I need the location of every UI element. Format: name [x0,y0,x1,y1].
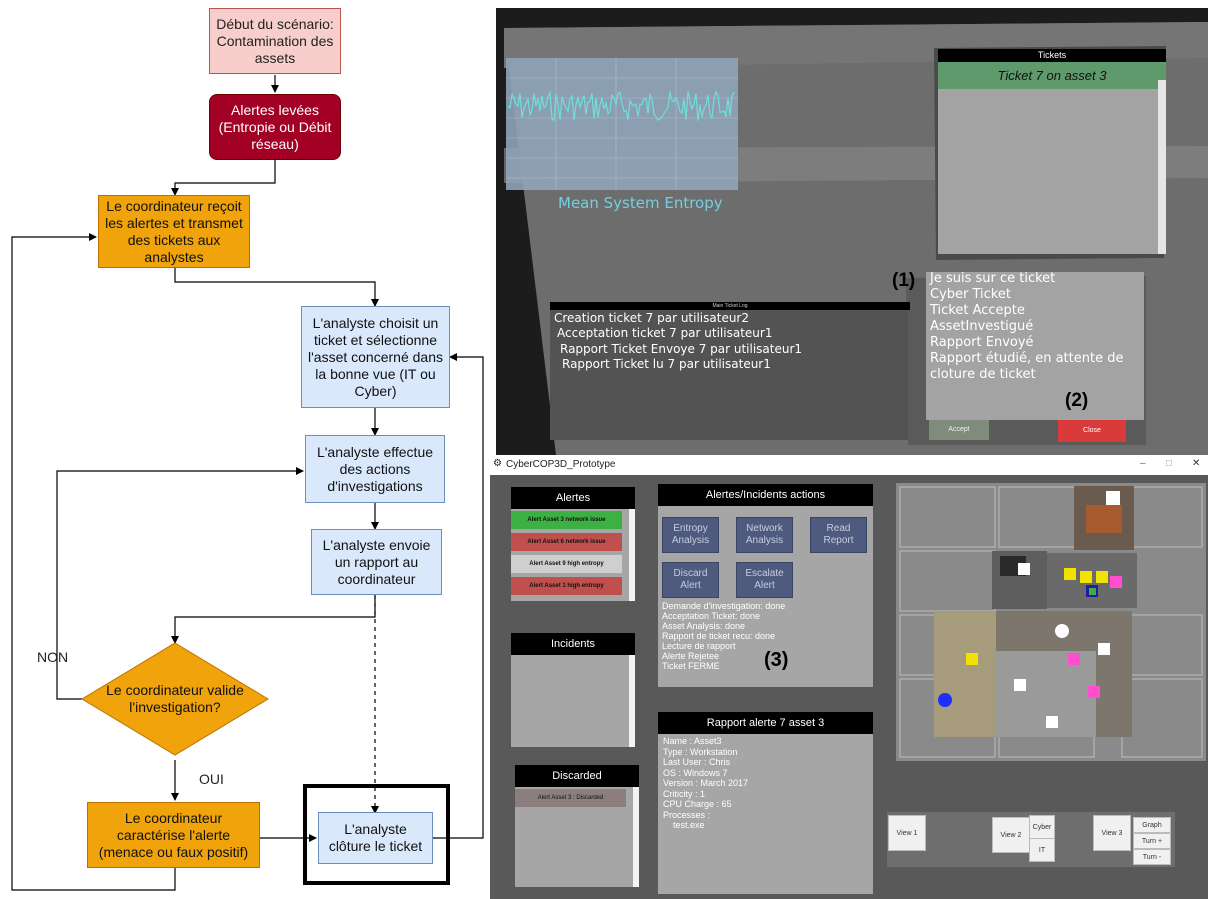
read-report-button[interactable]: Read Report [810,517,867,553]
analyst-close-box: L'analyste clôture le ticket [318,812,433,864]
report-line: Last User : Chris [663,757,731,767]
discarded-header: Discarded [515,765,639,787]
highlight-frame [303,784,450,885]
discarded-item[interactable]: Alert Asset 3 : Discarded [515,789,626,807]
network-analysis-button[interactable]: Network Analysis [736,517,793,553]
coordinator-characterize-box: Le coordinateur caractérise l'alerte (me… [87,802,260,868]
report-line: Processes : [663,809,711,820]
incidents-header: Incidents [511,633,635,655]
analyst-investigate-box: L'analyste effectue des actions d'invest… [305,435,445,503]
status-line: Je suis sur ce ticket [930,271,1056,286]
tickets-list [938,62,1158,254]
marker-2: (2) [1065,390,1089,411]
report-header: Rapport alerte 7 asset 3 [658,712,873,734]
incidents-panel [511,655,635,747]
app-icon: ⚙ [493,458,502,469]
report-line: Name : Asset3 [663,736,722,746]
accept-button[interactable]: Accept [929,420,989,440]
turn-minus-button[interactable]: Turn - [1133,849,1171,865]
log-panel [550,310,908,440]
report-line: test.exe [663,820,705,830]
log-line: Acceptation ticket 7 par utilisateur1 [557,326,773,340]
report-line: Type : Workstation [663,746,738,757]
alerts-header: Alertes [511,487,635,509]
vr-view: Mean System Entropy Tickets Ticket 7 on … [496,8,1208,455]
status-line: Rapport Envoyé [930,335,1034,350]
turn-plus-button[interactable]: Turn + [1133,833,1171,849]
log-line: Rapport Ticket Envoye 7 par utilisateur1 [560,342,803,356]
discarded-scrollbar[interactable] [633,787,639,887]
report-line: Criticity : 1 [663,788,706,799]
cyber-button[interactable]: Cyber [1029,815,1055,839]
report-line: OS : Windows 7 [663,767,728,778]
entropy-title: Mean System Entropy [558,194,723,212]
window-title: CyberCOP3D_Prototype [506,459,616,470]
actions-header: Alertes/Incidents actions [658,484,873,506]
status-line: cloture de ticket [930,367,1036,382]
alert-item[interactable]: Alert Asset 6 network issue [511,533,622,551]
maximize-button[interactable]: □ [1166,458,1173,469]
close-button[interactable]: Close [1058,420,1126,442]
alert-item[interactable]: Alert Asset 9 high entropy [511,555,622,573]
building-map[interactable] [896,483,1206,761]
entropy-graph [506,58,738,190]
alert-item[interactable]: Alert Asset 3 network issue [511,511,622,529]
alerts-scrollbar[interactable] [629,509,635,601]
status-line: Ticket Accepte [930,303,1025,318]
title-bar: ⚙ CyberCOP3D_Prototype – □ ✕ [490,455,1208,475]
marker-1: (1) [892,270,916,291]
tickets-scrollbar[interactable] [1158,80,1166,254]
discard-alert-button[interactable]: Discard Alert [662,562,719,598]
action-log-line: Alerte Rejetee [662,651,720,661]
status-panel [926,272,1144,420]
it-button[interactable]: IT [1029,838,1055,862]
log-line: Rapport Ticket lu 7 par utilisateur1 [562,357,771,371]
start-box: Début du scénario: Contamination des ass… [209,8,341,74]
view2-button[interactable]: View 2 [992,817,1030,853]
minimize-button[interactable]: – [1140,458,1146,469]
analyst-choose-box: L'analyste choisit un ticket et sélectio… [301,306,450,408]
action-log-line: Ticket FERME [662,661,720,671]
log-header: Main Ticket Log [550,302,910,310]
escalate-alert-button[interactable]: Escalate Alert [736,562,793,598]
report-line: Version : March 2017 [663,778,749,788]
report-panel [658,734,873,894]
view3-button[interactable]: View 3 [1093,815,1131,851]
action-log-line: Demande d'investigation: done [662,601,786,611]
oui-label: OUI [199,771,224,787]
action-log-line: Acceptation Ticket: done [662,611,761,621]
graph-button[interactable]: Graph [1133,817,1171,833]
decision-label: Le coordinateur valide l'investigation? [106,682,244,715]
log-line: Creation ticket 7 par utilisateur2 [554,311,749,325]
flowchart-connectors [11,75,484,891]
coordinator-receive-box: Le coordinateur reçoit les alertes et tr… [98,195,250,268]
prototype-window: ⚙ CyberCOP3D_Prototype – □ ✕ Alertes Ale… [490,455,1208,899]
incidents-scrollbar[interactable] [629,655,635,747]
tickets-header: Tickets [938,49,1166,62]
status-line: Rapport étudié, en attente de [930,351,1124,366]
status-line: Cyber Ticket [930,287,1011,302]
report-line: CPU Charge : 65 [663,799,732,809]
action-log-line: Asset Analysis: done [662,621,746,631]
alerts-raised-box: Alertes levées (Entropie ou Débit réseau… [209,94,341,160]
status-line: AssetInvestigué [930,319,1034,334]
non-label: NON [37,649,69,665]
marker-3: (3) [764,649,789,671]
decision-diamond [81,642,269,756]
close-window-button[interactable]: ✕ [1192,458,1201,469]
alert-item[interactable]: Alert Asset 1 high entropy [511,577,622,595]
action-log-line: Rapport de ticket recu: done [662,631,776,641]
view1-button[interactable]: View 1 [888,815,926,851]
entropy-analysis-button[interactable]: Entropy Analysis [662,517,719,553]
action-log-line: Lecture de rapport [662,641,736,651]
ticket-item[interactable]: Ticket 7 on asset 3 [938,62,1166,89]
analyst-report-box: L'analyste envoie un rapport au coordina… [311,529,442,595]
